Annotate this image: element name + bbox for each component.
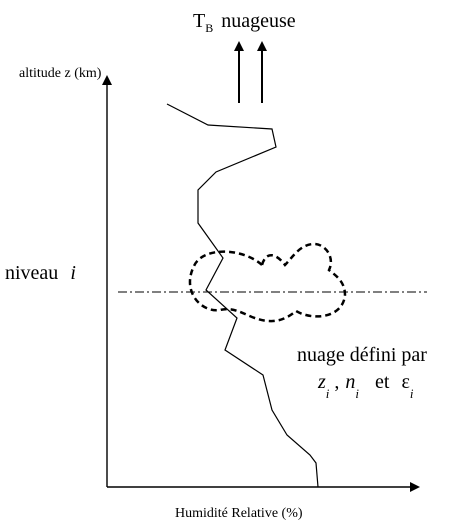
top-label-word: nuageuse	[221, 10, 296, 32]
cloud-caption-line1: nuage défini par	[297, 344, 427, 366]
humidity-profile	[167, 104, 318, 487]
param-n-index: i	[355, 386, 359, 401]
param-eps-index: i	[410, 386, 414, 401]
top-label-subscript: B	[205, 21, 213, 35]
level-label-word: niveau	[5, 262, 58, 284]
top-label-prefix: T	[193, 10, 205, 32]
param-et: et	[375, 371, 390, 393]
level-label-index: i	[70, 262, 76, 284]
param-z-index: i	[326, 386, 330, 401]
param-z: z	[317, 371, 326, 393]
cloud-outline	[190, 244, 345, 321]
x-axis-label: Humidité Relative (%)	[175, 506, 303, 521]
param-eps: ε	[401, 371, 409, 393]
param-comma: ,	[334, 371, 339, 393]
param-n: n	[345, 371, 355, 393]
y-axis-label: altitude z (km)	[19, 66, 102, 81]
